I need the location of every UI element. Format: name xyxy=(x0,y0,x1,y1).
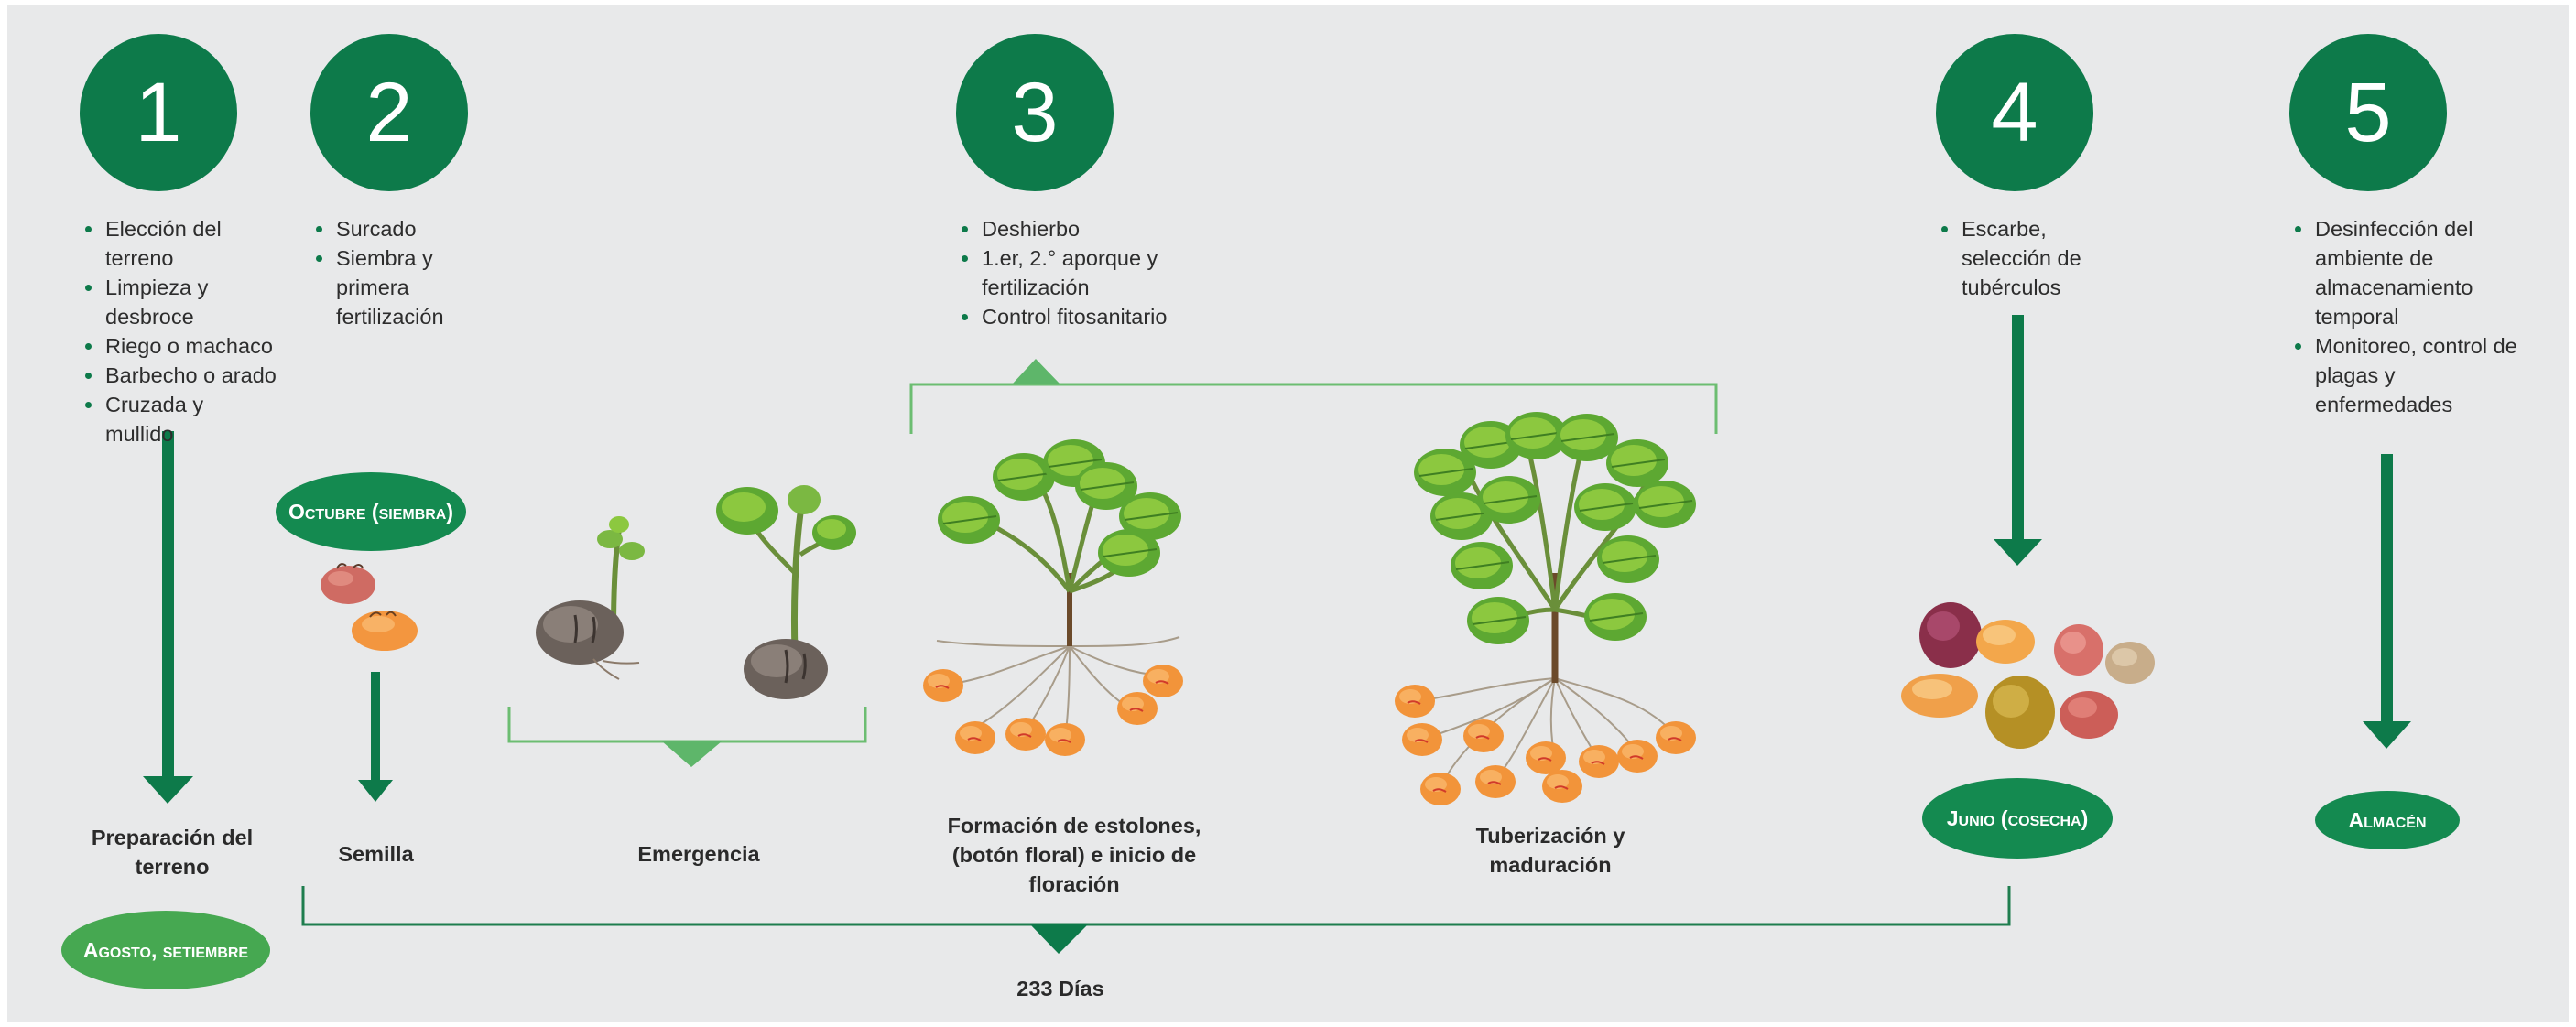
sprout-icon xyxy=(536,516,645,680)
step-4-number: 4 xyxy=(1936,34,2093,191)
activity-item: Siembra y primera fertilización xyxy=(316,243,453,331)
pill-agosto-setiembre: Agosto, setiembre xyxy=(61,911,270,989)
step-1-activities: Elección del terreno Limpieza y desbroce… xyxy=(85,214,277,449)
activity-item: Control fitosanitario xyxy=(962,302,1209,331)
stage-label-estolones: Formación de estolones, (botón floral) e… xyxy=(947,814,1201,896)
step-3-number: 3 xyxy=(956,34,1114,191)
arrow-step2 xyxy=(358,672,393,802)
activity-item: Surcado xyxy=(316,214,453,243)
harvested-potatoes-icon xyxy=(1901,602,2155,749)
emerged-plant-icon xyxy=(716,485,856,699)
arrow-step4 xyxy=(1994,315,2042,566)
step-5-activities: Desinfección del ambiente de almacenamie… xyxy=(2295,214,2519,419)
activity-item: Escarbe, selección de tubérculos xyxy=(1941,214,2088,302)
arrow-step1 xyxy=(143,431,193,804)
duration-bracket xyxy=(301,886,2011,926)
activity-item: Monitoreo, control de plagas y enfermeda… xyxy=(2295,331,2519,419)
bracket-emergence xyxy=(507,707,867,743)
step-3-activities: Deshierbo 1.er, 2.° aporque y fertilizac… xyxy=(962,214,1209,331)
potato-plant-icon xyxy=(922,438,1184,757)
step-1-number: 1 xyxy=(80,34,237,191)
mature-potato-plant-icon xyxy=(1394,411,1697,806)
bracket-step3 xyxy=(909,383,1718,434)
step-5-number: 5 xyxy=(2289,34,2447,191)
activity-item: Limpieza y desbroce xyxy=(85,273,277,331)
arrow-step5 xyxy=(2363,454,2411,749)
stage-label-emergencia: Emergencia xyxy=(637,842,760,866)
pill-almacen: Almacén xyxy=(2315,791,2460,849)
potato-crop-cycle-diagram: 1 2 3 4 5 Elección del terreno Limpieza … xyxy=(7,5,2569,1022)
stage-label-tuberizacion: Tuberización y maduración xyxy=(1475,824,1625,877)
step-2-activities: Surcado Siembra y primera fertilización xyxy=(316,214,453,331)
activity-item: Desinfección del ambiente de almacenamie… xyxy=(2295,214,2519,331)
pill-octubre-siembra: Octubre (siembra) xyxy=(276,472,466,551)
potato-seed-icon xyxy=(321,563,418,651)
activity-item: Cruzada y mullido xyxy=(85,390,277,449)
activity-item: Deshierbo xyxy=(962,214,1209,243)
bracket-step3-pointer xyxy=(1012,359,1060,384)
stage-label-preparacion: Preparación del terreno xyxy=(91,826,254,879)
duration-pointer xyxy=(1030,924,1088,954)
step-2-number: 2 xyxy=(310,34,468,191)
activity-item: Elección del terreno xyxy=(85,214,277,273)
activity-item: Riego o machaco xyxy=(85,331,277,361)
step-4-activities: Escarbe, selección de tubérculos xyxy=(1941,214,2088,302)
diagram-artwork xyxy=(143,315,2411,954)
activity-item: Barbecho o arado xyxy=(85,361,277,390)
pill-junio-cosecha: Junio (cosecha) xyxy=(1922,778,2113,859)
duration-label: 233 Días xyxy=(1016,977,1104,1000)
stage-label-semilla: Semilla xyxy=(338,842,414,866)
bracket-emergence-pointer xyxy=(662,741,722,767)
activity-item: 1.er, 2.° aporque y fertilización xyxy=(962,243,1209,302)
